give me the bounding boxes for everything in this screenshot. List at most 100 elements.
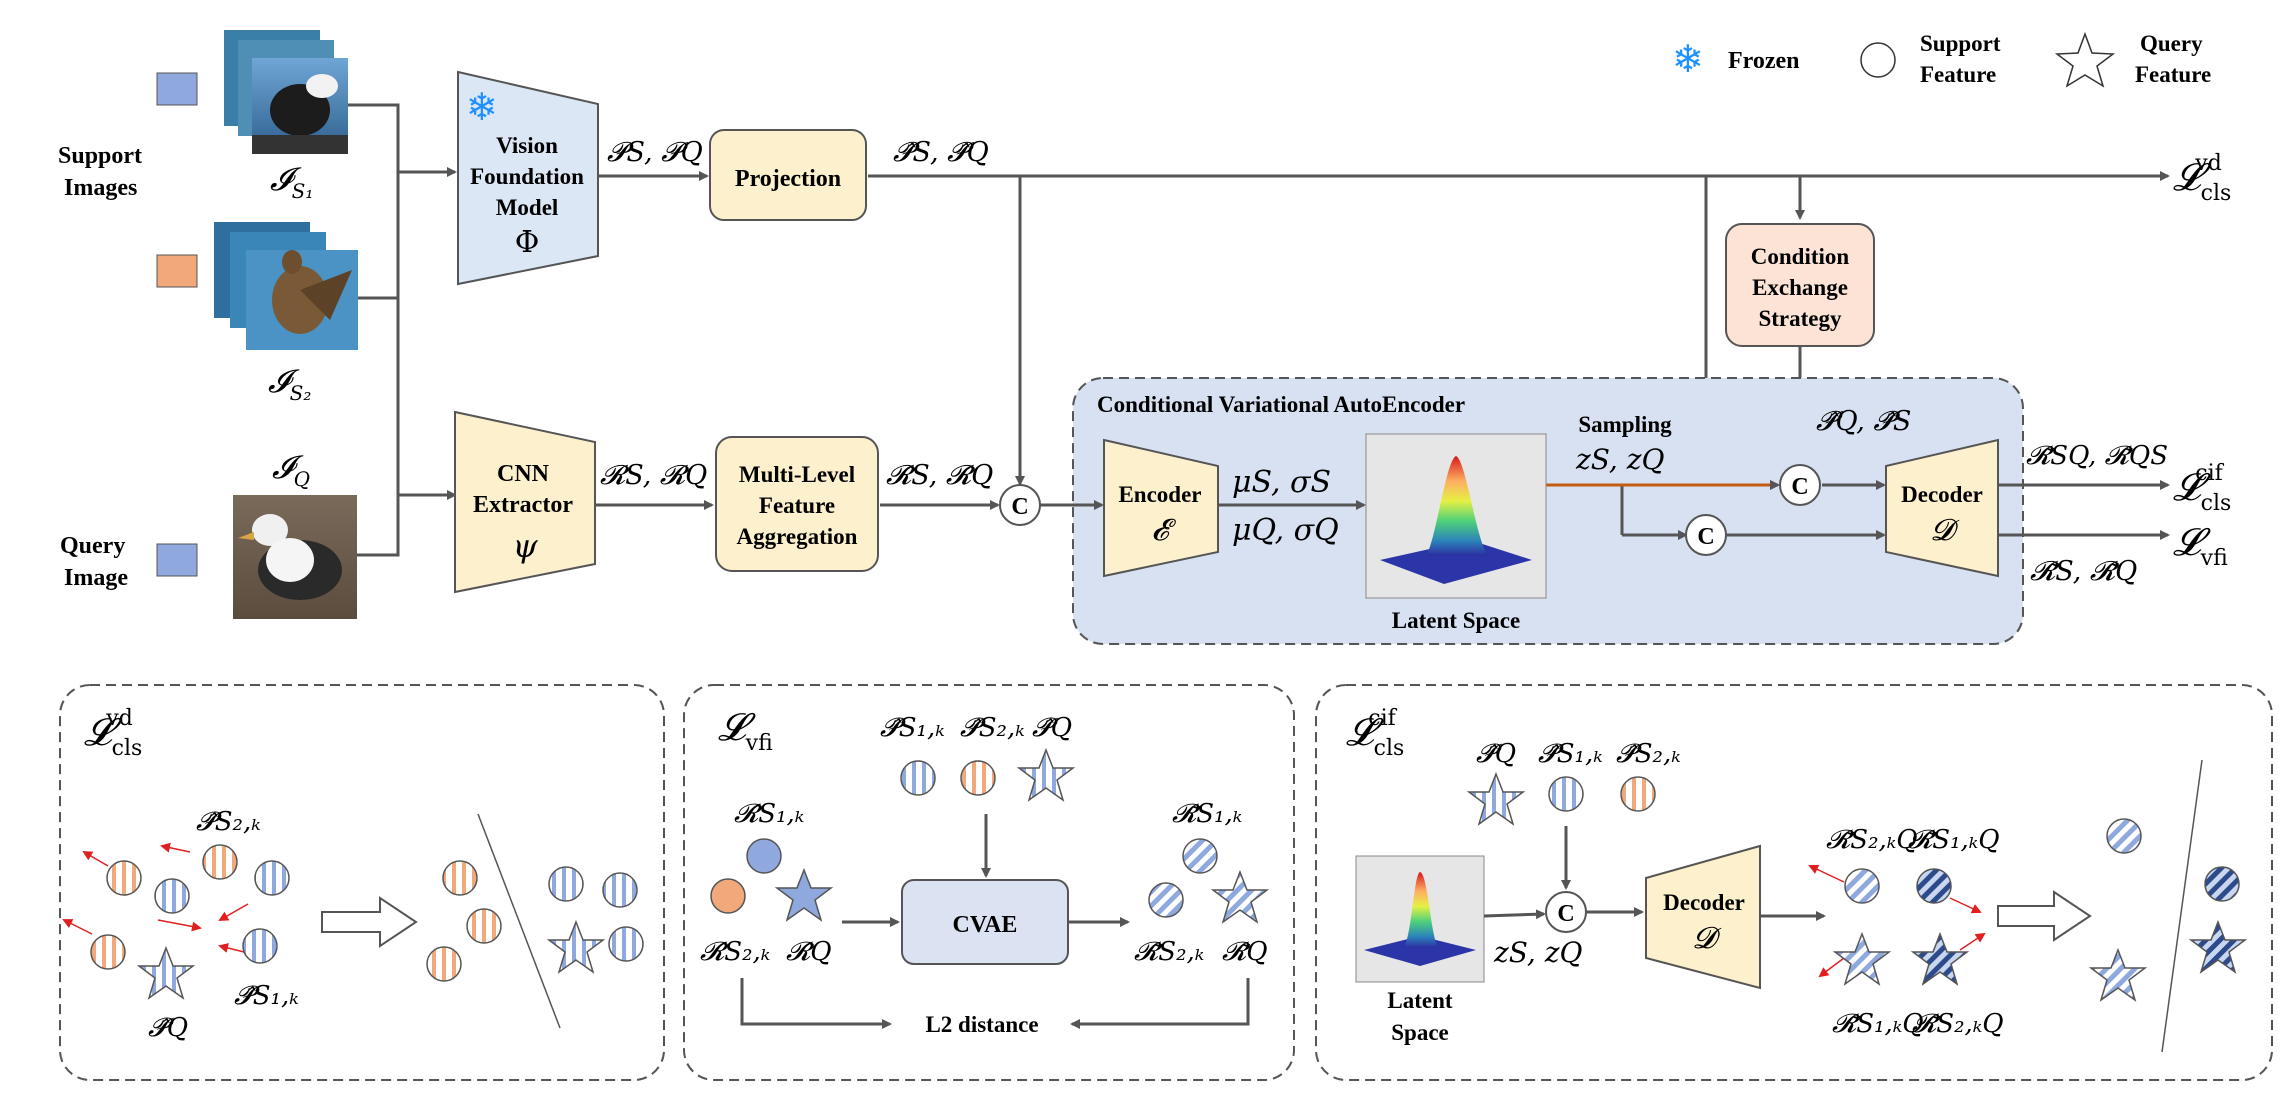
- label-rtil-cross: 𝓡̃SQ, 𝓡̃QS: [2026, 441, 2168, 471]
- mlfa-label-3: Aggregation: [737, 524, 858, 549]
- img-s2-label: 𝓘S₂: [268, 362, 311, 405]
- img-q-label: 𝓘Q: [272, 448, 310, 491]
- panel-cif-z-label: zS, zQ: [1493, 936, 1582, 969]
- feature-circle: [1548, 776, 1584, 812]
- vfm-label-2: Foundation: [470, 164, 584, 189]
- label-p-sq: 𝓟S, 𝓟Q: [607, 137, 703, 168]
- support-feature-legend-icon: [1860, 42, 1896, 78]
- condition-exchange-strategy-block: Condition Exchange Strategy: [1725, 223, 1875, 347]
- support-image-stack-1: [224, 30, 348, 154]
- cvae-small-label: CVAE: [953, 912, 1018, 938]
- ces-label-1: Condition: [1751, 244, 1850, 269]
- feature-star: [1016, 747, 1076, 802]
- feature-star: [2188, 919, 2248, 974]
- panel-vd-ps1-label: 𝓟̂S₁,ₖ: [234, 981, 299, 1011]
- l2-distance-label: L2 distance: [925, 1012, 1038, 1037]
- feature-circle: [900, 760, 936, 796]
- feature-circle: [602, 872, 638, 908]
- feature-circle: [154, 878, 190, 914]
- projection-block: Projection: [709, 129, 867, 221]
- svg-text:C: C: [1791, 474, 1808, 500]
- panel-vfi-ps1-label: 𝓟̂S₁,ₖ: [880, 713, 945, 743]
- cvae-region: Conditional Variational AutoEncoder: [1072, 377, 2024, 645]
- feature-circle: [202, 844, 238, 880]
- feature-circle: [1182, 838, 1218, 874]
- feature-circle: [1620, 776, 1656, 812]
- latent-space-small: [1355, 855, 1485, 983]
- feature-circle: [426, 946, 462, 982]
- label-z-sq: zS, zQ: [1575, 443, 1664, 476]
- panel-vd-ps2-label: 𝓟̂S₂,ₖ: [196, 807, 261, 837]
- panel-cif-latent-label-1: Latent: [1387, 988, 1453, 1013]
- feature-circle: [466, 908, 502, 944]
- cvae-title: Conditional Variational AutoEncoder: [1097, 392, 1465, 417]
- feature-circle: [746, 838, 782, 874]
- svg-text:C: C: [1697, 524, 1714, 550]
- feature-circle: [548, 866, 584, 902]
- cnn-label-1: CNN: [497, 461, 550, 487]
- label-rtil-sq: 𝓡̃S, 𝓡̃Q: [2030, 556, 2137, 587]
- panel-cif-r-q-s1-label: 𝓡̃S₁,ₖQ: [1908, 825, 2000, 855]
- panel-vd-loss: 𝓛clsvd: [84, 706, 142, 761]
- panel-cif: 𝓛clscif 𝓟̂Q 𝓟̂S₁,ₖ 𝓟̂S₂,ₖ Latent Space C…: [1315, 684, 2273, 1081]
- panel-vfi-rs2-label: 𝓡̂S₂,ₖ: [700, 937, 770, 967]
- feature-circle: [2204, 866, 2240, 902]
- loss-vfi-top: 𝓛vfi: [2173, 520, 2228, 571]
- svg-text:C: C: [1011, 494, 1028, 520]
- feature-circle: [2106, 818, 2142, 854]
- input-connectors: [348, 103, 457, 557]
- feature-star: [1466, 771, 1526, 826]
- query-image: [233, 495, 357, 619]
- label-mu-q: μQ, σQ: [1232, 513, 1339, 548]
- vfm-snowflake-icon: ❄: [466, 85, 498, 129]
- sampling-label: Sampling: [1578, 412, 1672, 437]
- panel-cif-ps2-label: 𝓟̂S₂,ₖ: [1616, 739, 1681, 769]
- label-r-sq: 𝓡S, 𝓡Q: [600, 460, 707, 491]
- label-mu-s: μS, σS: [1232, 465, 1331, 500]
- mlfa-block: Multi-Level Feature Aggregation: [715, 436, 879, 572]
- vfm-label-3: Model: [496, 195, 559, 220]
- feature-star: [1832, 931, 1892, 986]
- legend-frozen-label: Frozen: [1728, 48, 1800, 74]
- ces-label-2: Exchange: [1752, 275, 1848, 300]
- panel-vfi-pq-label: 𝓟̂Q: [1032, 713, 1072, 743]
- feature-star: [774, 867, 834, 922]
- support-images-group: Support Images 𝓘S₁ 𝓘S₂ 𝓘Q: [58, 30, 358, 619]
- panel-cif-r-s1-q-label: 𝓡̃S₂,ₖQ: [1912, 1009, 2004, 1039]
- panel-cif-decoder-label: Decoder: [1663, 890, 1745, 915]
- support-images-label-1: Support: [58, 143, 142, 169]
- mlfa-label-2: Feature: [759, 493, 835, 518]
- decoder-block: Decoder 𝓓: [1885, 438, 1999, 578]
- mlfa-label-1: Multi-Level: [739, 462, 855, 487]
- query-color-square: [156, 543, 198, 577]
- concat-node-panel3: C: [1545, 891, 1587, 933]
- feature-circle: [608, 926, 644, 962]
- cnn-symbol: ψ: [512, 527, 538, 565]
- query-image-label-1: Query: [60, 533, 125, 559]
- latent-space-label: Latent Space: [1392, 608, 1520, 633]
- panel-cif-loss: 𝓛clscif: [1346, 706, 1404, 761]
- feature-star: [1210, 869, 1270, 924]
- ces-label-3: Strategy: [1758, 306, 1842, 331]
- feature-circle: [90, 934, 126, 970]
- panel-vfi-rs1-label: 𝓡̂S₁,ₖ: [734, 799, 804, 829]
- decoder-label: Decoder: [1901, 482, 1983, 507]
- query-feature-legend-icon: [2054, 31, 2116, 88]
- label-phat-sq: 𝓟̂S, 𝓟̂Q: [893, 137, 989, 168]
- cnn-label-2: Extractor: [473, 492, 573, 518]
- panel-cif-r-q-s2-label: 𝓡̃S₂,ₖQ: [1826, 825, 1918, 855]
- encoder-block: Encoder 𝓔: [1103, 438, 1219, 578]
- concat-node-2: C: [1779, 464, 1821, 506]
- label-phat-qs: 𝓟̂Q, 𝓟̂S: [1816, 406, 1911, 437]
- support-class2-color-square: [156, 254, 198, 288]
- hollow-arrow-icon: [321, 896, 418, 948]
- loss-cif-top: 𝓛clscif: [2173, 461, 2231, 516]
- support-images-label-2: Images: [64, 175, 137, 201]
- hollow-arrow-icon: [1997, 890, 2092, 942]
- feature-circle: [254, 860, 290, 896]
- legend-query-label-2: Feature: [2135, 62, 2211, 87]
- panel-vfi: 𝓛vfi 𝓟̂S₁,ₖ 𝓟̂S₂,ₖ 𝓟̂Q 𝓡̂S₁,ₖ 𝓡̂S₂,ₖ 𝓡̂Q…: [683, 684, 1295, 1081]
- vfm-symbol: Φ: [515, 225, 540, 260]
- panel-vd-pq-label: 𝓟̂Q: [148, 1013, 188, 1043]
